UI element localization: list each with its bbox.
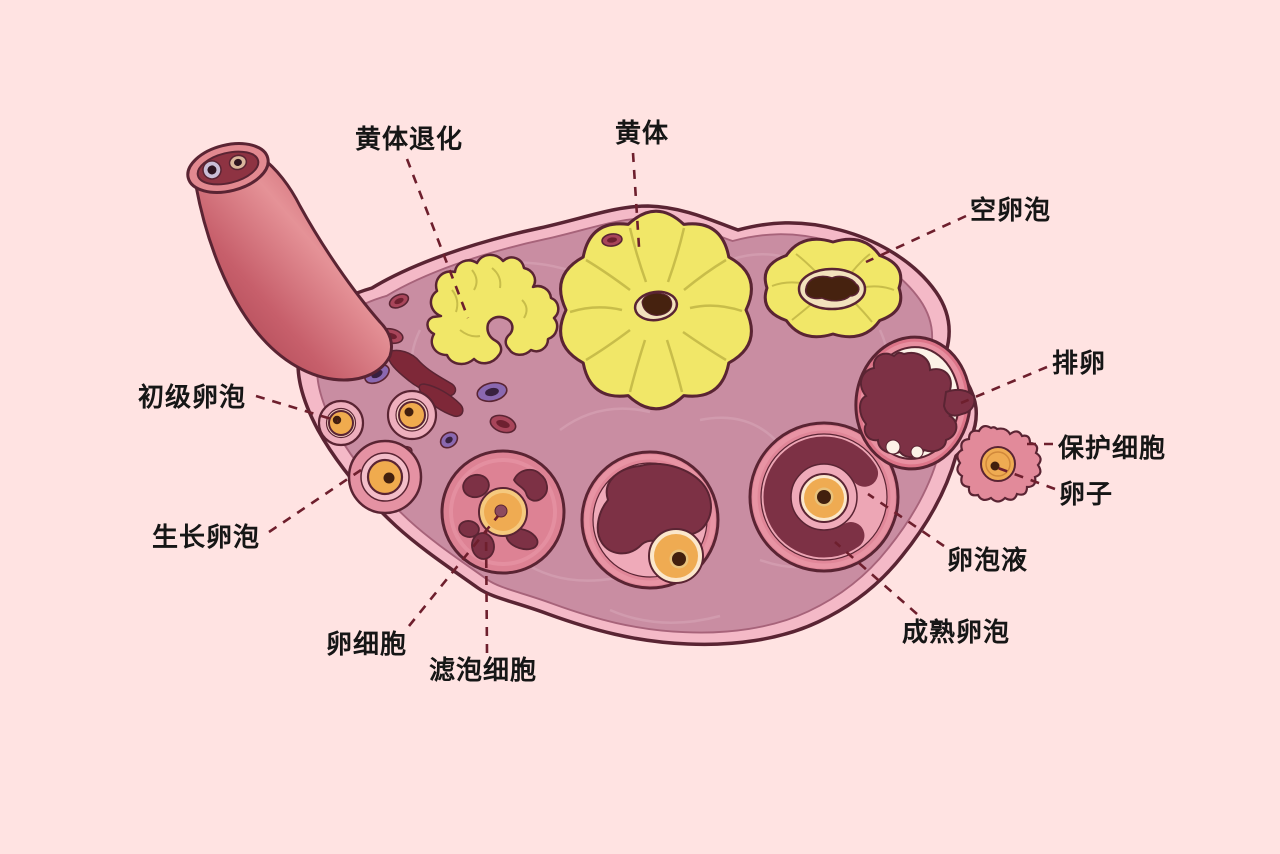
label-corpus-luteum-degeneration: 黄体退化: [355, 124, 464, 154]
leader-growing-follicle: [268, 468, 362, 534]
label-ovulation: 排卵: [1052, 348, 1107, 378]
primary-follicle-1: [317, 399, 365, 447]
rupture-opening: [942, 388, 976, 417]
growing-follicle-shape: [347, 439, 423, 515]
stalk-cross-section: [186, 142, 270, 194]
leader-corpus-luteum-degeneration: [405, 158, 470, 319]
empty-follicle-cavity: [804, 275, 860, 302]
corpus-luteum-core: [641, 292, 673, 316]
label-primary-follicle: 初级卵泡: [138, 382, 247, 412]
ovulated-follicle-shape: [854, 335, 976, 471]
label-follicular-cells: 滤泡细胞: [429, 655, 538, 685]
secondary-follicle-shape: [440, 449, 566, 575]
corpus-luteum-creases: [569, 227, 743, 393]
leader-empty-follicle: [865, 214, 967, 264]
label-egg-cell: 卵细胞: [326, 629, 408, 659]
purple-cells: [364, 363, 508, 449]
follicular-fluid-ring: [763, 436, 885, 558]
label-egg: 卵子: [1059, 479, 1114, 509]
label-follicular-fluid: 卵泡液: [947, 545, 1029, 575]
primary-follicle-2: [386, 389, 438, 441]
leader-primary-follicle: [255, 394, 339, 423]
label-growing-follicle: 生长卵泡: [152, 522, 261, 552]
label-empty-follicle: 空卵泡: [970, 195, 1052, 225]
leader-follicular-cells: [484, 529, 489, 654]
mature-follicle-shape: [748, 421, 900, 573]
antral-follicle-shape: [580, 450, 720, 590]
released-egg-shape: [956, 424, 1042, 503]
leader-mature-follicle: [834, 541, 918, 615]
stromal-cells: [364, 233, 623, 459]
ovarian-stalk: [186, 142, 394, 382]
empty-follicle-shape: [763, 237, 903, 339]
leader-lines: [255, 152, 1056, 654]
label-mature-follicle: 成熟卵泡: [902, 617, 1011, 647]
leader-follicular-fluid: [867, 492, 945, 548]
corpus-luteum-shape: [559, 209, 753, 411]
corpus-luteum-degeneration-shape: [426, 253, 560, 366]
leader-egg-cell: [407, 515, 500, 627]
label-protective-cells: 保护细胞: [1058, 433, 1167, 463]
label-corpus-luteum: 黄体: [615, 118, 670, 148]
